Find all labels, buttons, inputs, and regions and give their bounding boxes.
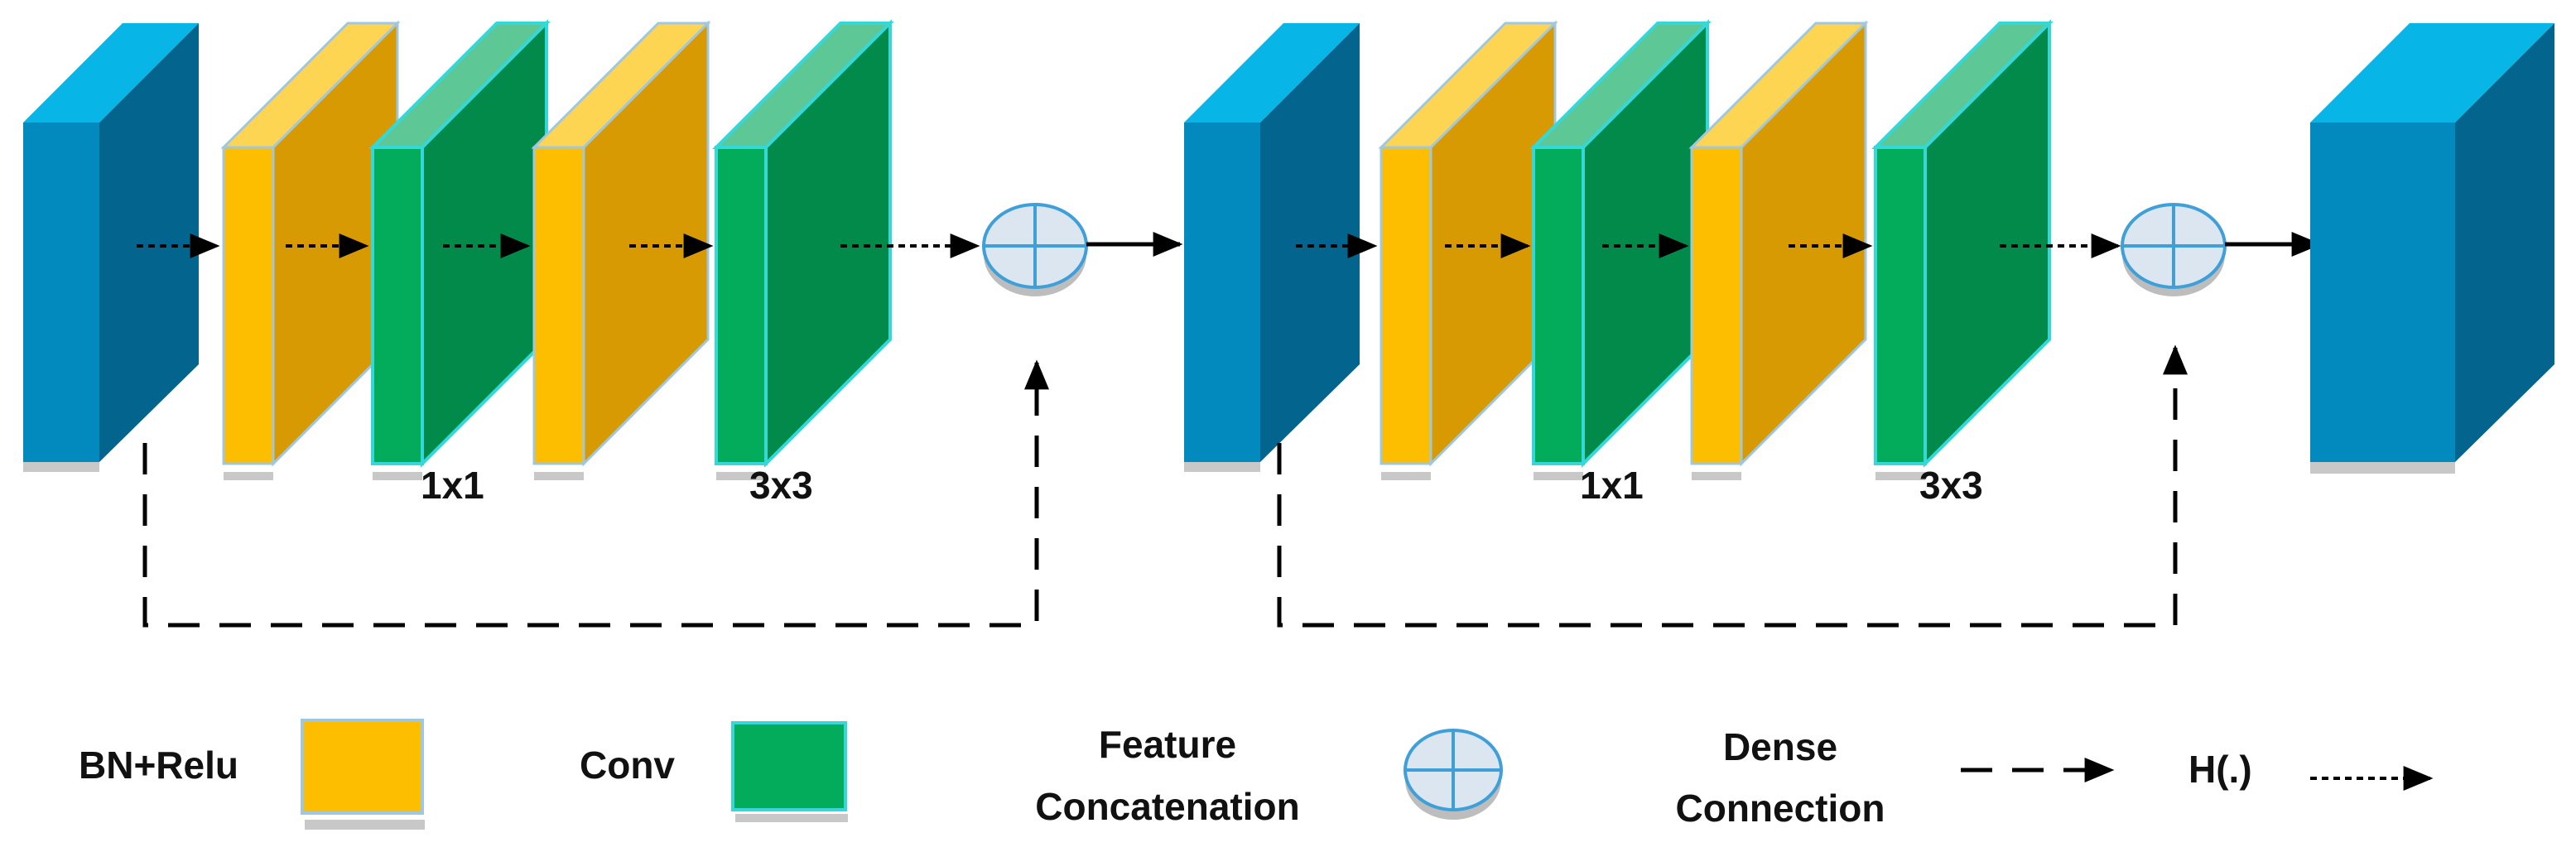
concat-node-2 — [2121, 203, 2227, 296]
legend-dense-label-line2: Connection — [1676, 787, 1885, 830]
concat-node-1 — [982, 203, 1088, 296]
kernel-label-1x1-block-2: 1x1 — [1580, 464, 1644, 507]
input-feature-map-1 — [23, 23, 199, 472]
legend-bn-relu-label: BN+Relu — [79, 744, 238, 787]
output-feature-map — [2310, 23, 2554, 474]
kernel-label-3x3-block-2: 3x3 — [1919, 464, 1983, 507]
legend-conv-swatch — [731, 721, 848, 822]
legend-dense-label-line1: Dense — [1723, 725, 1837, 768]
bn-relu-layer-2 — [531, 20, 711, 480]
legend: BN+Relu Conv Feature Concatenation Dense… — [79, 719, 2434, 830]
conv-1x1-layer-2 — [1529, 19, 1712, 480]
dense-block-1: 1x1 3x3 — [23, 19, 1183, 628]
dense-connection-2 — [1277, 344, 2188, 628]
legend-feature-label-line1: Feature — [1099, 723, 1236, 766]
legend-conv-label: Conv — [580, 744, 675, 787]
dense-connection-1 — [142, 359, 1049, 628]
kernel-label-3x3-block-1: 3x3 — [749, 464, 813, 507]
conv-1x1-layer-1 — [368, 19, 551, 480]
kernel-label-1x1-block-1: 1x1 — [421, 464, 484, 507]
conv-3x3-layer-2 — [1871, 19, 2054, 480]
legend-bn-relu-swatch — [301, 719, 425, 830]
dense-block-2: 1x1 3x3 — [1184, 19, 2322, 628]
bn-relu-layer-3 — [1378, 20, 1558, 480]
legend-concat-icon — [1404, 729, 1503, 820]
bn-relu-layer-4 — [1688, 20, 1869, 480]
input-feature-map-2 — [1184, 23, 1360, 472]
legend-h-label: H(.) — [2188, 748, 2252, 791]
bn-relu-layer-1 — [220, 20, 401, 480]
legend-feature-label-line2: Concatenation — [1035, 785, 1299, 828]
conv-3x3-layer-1 — [712, 19, 894, 480]
